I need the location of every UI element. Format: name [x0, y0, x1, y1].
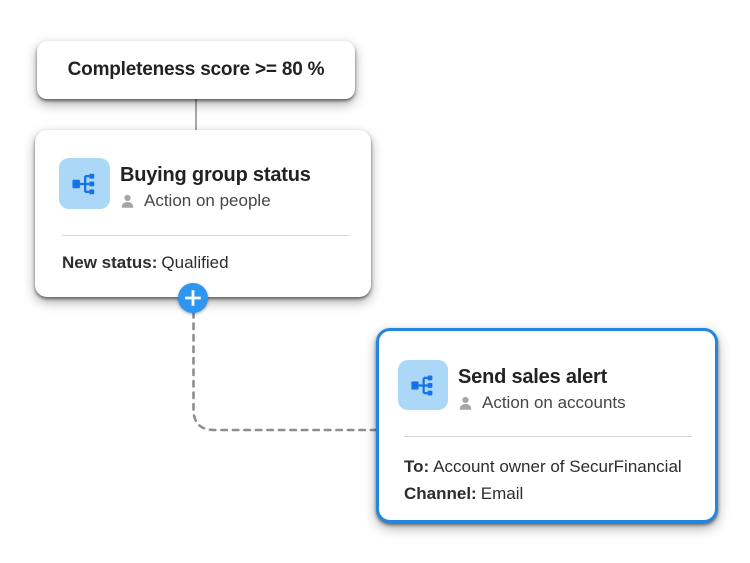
divider [62, 235, 349, 236]
add-node-button[interactable] [178, 283, 208, 313]
field-label: Channel: [404, 484, 477, 503]
node-header: Buying group status Action on people [35, 130, 371, 212]
node-subtitle-label: Action on accounts [482, 393, 626, 412]
divider [404, 436, 692, 437]
field-value: Account owner of SecurFinancial [433, 457, 682, 476]
node-field: To:Account owner of SecurFinancial [404, 453, 697, 480]
plus-icon [185, 290, 201, 306]
node-title: Send sales alert [458, 366, 608, 388]
person-icon [458, 396, 473, 411]
node-field: New status:Qualified [62, 249, 351, 276]
node-header: Send sales alert Action on accounts [379, 331, 715, 414]
node-title: Buying group status [120, 164, 311, 186]
connector-dashed-branch [192, 310, 378, 432]
node-field: Channel:Email [404, 480, 697, 507]
node-subtitle-label: Action on people [144, 191, 271, 210]
node-condition[interactable]: Completeness score >= 80 % [37, 41, 355, 99]
field-label: To: [404, 457, 430, 476]
org-chart-icon [59, 158, 110, 209]
field-value: Email [480, 484, 524, 503]
org-chart-icon [398, 360, 448, 410]
field-label: New status: [62, 253, 158, 272]
field-value: Qualified [161, 253, 229, 272]
person-icon [120, 194, 135, 209]
node-buying-group-status[interactable]: Buying group status Action on people New… [35, 130, 371, 297]
condition-title: Completeness score >= 80 % [67, 59, 325, 80]
node-send-sales-alert[interactable]: Send sales alert Action on accounts To:A… [376, 328, 718, 523]
